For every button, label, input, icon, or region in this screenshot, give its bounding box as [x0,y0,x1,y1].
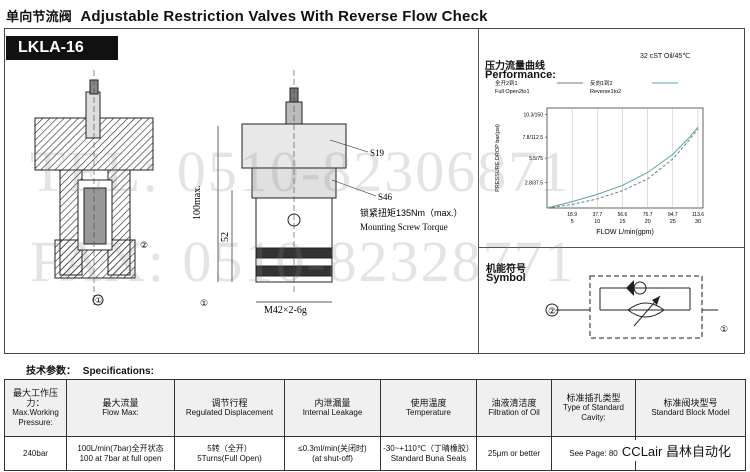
page-title: 单向节流阀 Adjustable Restriction Valves With… [6,6,488,25]
title-cn: 单向节流阀 [6,9,73,24]
x-tick-label: 15 [619,219,625,225]
title-en: Adjustable Restriction Valves With Rever… [80,8,488,25]
x-tick-label-top: 113.6 [692,212,704,218]
performance-title-cn: 压力流量曲线 [485,61,545,72]
watermark-fax: FAX: 0510-82328771 [30,229,576,294]
x-tick-label-top: 75.7 [643,212,653,218]
dim-100max: 100max. [192,185,203,220]
thread-label: M42×2-6g [264,305,307,316]
datasheet-frame [4,28,745,354]
spec-val-leakage: ≤0.3ml/min(关闭时)(at shut-off) [284,436,381,471]
spec-val-filtration: 25μm or better [476,436,552,471]
x-tick-label: 30 [695,219,701,225]
x-tick-label: 5 [571,219,574,225]
y-tick-label: 7.8/112.5 [523,135,544,141]
x-tick-label-top: 56.6 [618,212,628,218]
plot-area [546,107,704,209]
model-tag: LKLA-16 [6,36,118,60]
s19-label: S19 [370,148,385,158]
torque-en: Mounting Screw Torque [360,222,448,232]
hydraulic-symbol: ② ① [545,275,728,339]
spec-val-displacement: 5转（全开）5Turns(Full Open) [174,436,285,471]
brand-logo: CCLair 昌林自动化 [618,440,734,461]
performance-title-en: Performance: [485,69,556,81]
exterior-port1: ① [200,298,208,308]
y-tick-label: 10.3/150 [524,112,544,118]
symbol-title-en: Symbol [486,272,526,284]
spec-val-temperature: -30~+110℃（丁晴橡胶）Standard Buna Seals [380,436,477,471]
panel-divider [478,29,479,353]
x-axis-label: FLOW L/min(gpm) [596,229,654,236]
s46-label: S46 [378,192,393,202]
panel-divider-h [478,247,744,248]
spec-heading: 技术参数： Specifications: [26,362,154,377]
symbol-title-cn: 机能符号 [486,264,526,275]
x-tick-label: 25 [670,219,676,225]
spec-col-pressure: 最大工作压力：Max.Working Pressure: [4,379,67,437]
series-line [546,126,699,209]
watermark-tel: TEL: 0510-82306871 [30,139,571,204]
spec-heading-cn: 技术参数： [26,366,76,377]
symbol-port2: ② [548,306,556,316]
x-tick-label: 20 [645,219,651,225]
x-tick-label-top: 18.9 [567,212,577,218]
series-line [546,128,699,209]
legend-label-en: Reverse1to2 [590,89,621,95]
symbol-port1: ① [720,324,728,334]
legend-label-en: Full Open2to1 [495,89,530,95]
legend-label-cn: 反向1到2 [590,79,613,87]
x-tick-label-top: 94.7 [668,212,678,218]
x-tick-label-top: 37.7 [592,212,602,218]
spec-heading-en: Specifications: [82,366,154,377]
y-tick-label: 2.8/37.5 [525,181,543,187]
spec-val-pressure: 240bar [4,436,67,471]
cartridge-drawing: ① ② 100max. 52 M42×2-6g S19 S46 锁紧扭矩135N… [34,70,463,316]
section-port1-label: ① [95,296,102,305]
y-tick-label: 5.5/75 [529,156,543,162]
y-axis-label: PRESSURE DROP bar(psi) [495,124,501,192]
legend-label-cn: 全开2到1 [495,79,518,87]
oil-note: 32 cST Oil/45℃ [640,53,691,60]
torque-cn: 锁紧扭矩135Nm（max.） [360,207,463,218]
section-port2-label: ② [140,240,148,250]
x-tick-label: 10 [594,219,600,225]
dim-52: 52 [220,232,231,242]
